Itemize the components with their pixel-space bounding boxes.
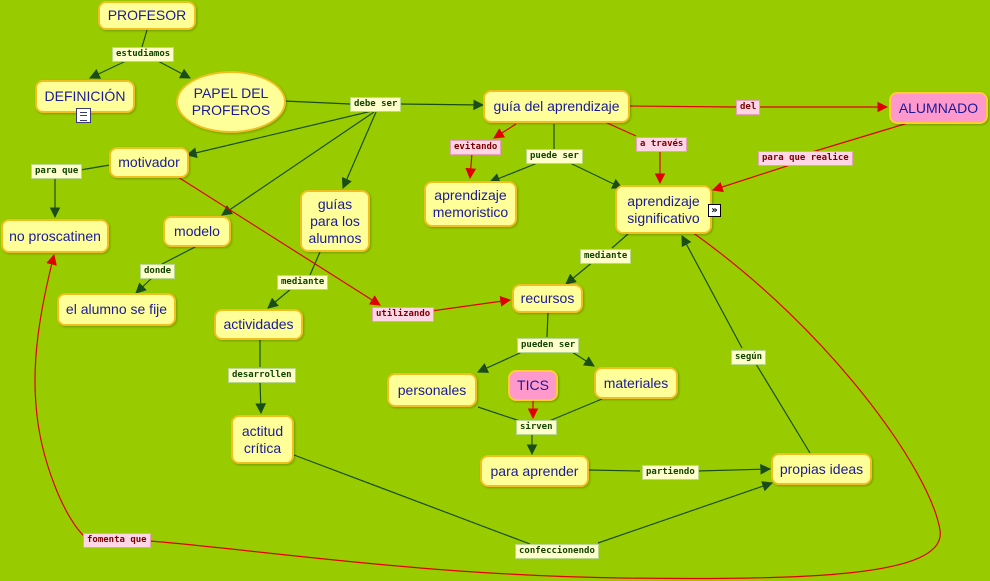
edge-confeccionendo-propias: [597, 481, 774, 544]
edge-pueden-ser-materiales: [571, 351, 595, 367]
label-mediante-1: mediante: [277, 275, 329, 290]
node-propias-ideas[interactable]: propias ideas: [771, 453, 872, 485]
label-evitando: evitando: [450, 140, 502, 155]
label-donde: donde: [140, 264, 176, 279]
edge-partiendo-propias: [696, 463, 772, 475]
node-actitud-critica[interactable]: actitud crítica: [231, 415, 294, 464]
edge-debe-ser-modelo: [221, 111, 375, 216]
node-definicion[interactable]: DEFINICIÓN: [35, 80, 135, 113]
edge-segun-significativo: [681, 235, 743, 349]
edge-puede-ser-memoristico: [488, 161, 541, 184]
edge-fomenta-no-proscatinen: [34, 253, 87, 539]
edge-significativo-fomenta: [149, 231, 941, 580]
label-utilizando: utilizando: [372, 307, 435, 322]
label-pueden-ser: pueden ser: [517, 338, 580, 353]
label-partiendo: partiendo: [642, 465, 699, 480]
label-segun: según: [731, 350, 767, 365]
label-para-que-realice: para que realice: [758, 151, 853, 166]
edge-para-aprender-partiendo: [588, 469, 641, 472]
edge-profesor-estudiamos: [141, 29, 148, 48]
label-mediante-2: mediante: [580, 249, 632, 264]
label-confeccionendo: confeccionendo: [515, 544, 599, 559]
edge-motivador-para-que: [79, 164, 111, 171]
edge-alumnado-para-que-realice: [811, 122, 909, 153]
node-recursos[interactable]: recursos: [512, 284, 583, 313]
edge-modelo-donde: [161, 245, 198, 265]
edge-puede-ser-significativo: [567, 161, 623, 189]
node-no-proscatinen[interactable]: no proscatinen: [1, 219, 109, 253]
node-para-aprender[interactable]: para aprender: [480, 455, 589, 487]
label-sirven: sirven: [516, 420, 557, 435]
node-tics[interactable]: TICS: [508, 370, 558, 401]
edge-mediante-recursos: [565, 260, 595, 285]
node-actividades[interactable]: actividades: [214, 309, 303, 340]
edge-estudiamos-papel: [155, 59, 191, 79]
edge-materiales-sirven: [548, 398, 603, 422]
edge-papel-debe-ser: [283, 100, 351, 105]
edge-para-que-realice-significativo: [711, 164, 791, 193]
node-alumnado[interactable]: ALUMNADO: [889, 92, 988, 124]
node-aprendizaje-memoristico[interactable]: aprendizaje memoristico: [424, 181, 517, 227]
edge-actitud-confeccionendo: [293, 454, 531, 545]
node-guias-para-los-alumnos[interactable]: guías para los alumnos: [300, 190, 370, 252]
edge-propias-segun: [755, 363, 811, 454]
label-desarrollen: desarrollen: [228, 368, 296, 383]
node-guia-aprendizaje[interactable]: guía del aprendizaje: [483, 90, 630, 123]
node-alumno-se-fije[interactable]: el alumno se fije: [57, 293, 176, 326]
edge-guia-evitando: [493, 123, 517, 139]
node-profesor[interactable]: PROFESOR: [98, 1, 196, 30]
edge-evitando-memoristico: [465, 152, 477, 180]
edge-pueden-ser-personales: [477, 351, 523, 373]
edge-desarrollen-actitud: [255, 380, 267, 415]
node-personales[interactable]: personales: [387, 373, 477, 407]
edge-significativo-mediante: [611, 233, 629, 249]
node-materiales[interactable]: materiales: [594, 367, 678, 399]
edge-donde-alumno: [135, 276, 154, 294]
node-papel-del-proferos[interactable]: PAPEL DEL PROFEROS: [176, 71, 286, 133]
label-debe-ser: debe ser: [350, 97, 402, 112]
label-puede-ser: puede ser: [526, 149, 583, 164]
edge-debe-ser-guia: [398, 99, 485, 111]
label-estudiamos: estudiamos: [112, 47, 175, 62]
edge-utilizando-recursos: [423, 295, 512, 313]
edge-debe-ser-motivador: [185, 110, 373, 159]
node-modelo[interactable]: modelo: [163, 216, 231, 247]
node-aprendizaje-significativo[interactable]: aprendizaje significativo: [615, 185, 712, 234]
edge-mediante-actividades: [267, 287, 293, 309]
document-icon[interactable]: [76, 108, 91, 123]
edge-estudiamos-definicion: [89, 59, 129, 79]
edge-recursos-pueden-ser: [546, 312, 549, 338]
label-del: del: [736, 100, 761, 115]
link-arrow-icon[interactable]: »: [708, 204, 721, 217]
edge-guia-del: [629, 105, 737, 108]
edge-motivador-utilizando: [177, 176, 381, 306]
edge-guia-a-traves: [604, 121, 637, 137]
label-a-traves: a través: [636, 137, 688, 152]
edge-personales-sirven: [477, 406, 521, 422]
node-motivador[interactable]: motivador: [109, 147, 189, 178]
edge-debe-ser-guias: [341, 111, 377, 189]
label-para-que: para que: [31, 164, 83, 179]
label-fomenta-que: fomenta que: [83, 533, 151, 548]
